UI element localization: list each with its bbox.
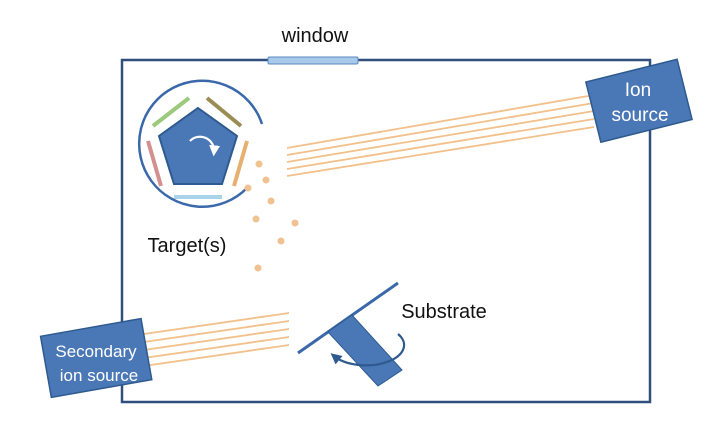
ion-beam-lower: [129, 312, 290, 369]
target-assembly: [137, 79, 264, 208]
curved-arrow-icon: [189, 135, 221, 157]
window-label: window: [281, 25, 349, 47]
targets-label: Target(s): [148, 235, 227, 257]
target-shield-arc: [137, 79, 264, 208]
target-segment-green: [151, 96, 191, 128]
secondary-ion-source-label-line1: Secondary: [55, 342, 137, 361]
substrate-stem: [327, 314, 403, 387]
secondary-ion-source-label-line2: ion source: [60, 366, 138, 385]
substrate-holder: [297, 281, 406, 387]
ion-source-label-line1: Ion: [625, 80, 651, 101]
curved-arrow-icon: [330, 333, 406, 367]
sputtered-particles: [244, 160, 299, 272]
substrate-label: Substrate: [401, 301, 487, 323]
target-pentagon: [157, 106, 239, 185]
chamber-window: [267, 56, 359, 65]
ion-source-label-line2: source: [611, 105, 668, 126]
chamber-wall: [120, 58, 652, 404]
ion-source-box: [584, 58, 693, 144]
target-segment-red: [146, 140, 163, 187]
ion-beam-upper: [286, 94, 595, 177]
secondary-ion-source-box: [39, 317, 153, 399]
target-segment-olive: [205, 96, 243, 128]
target-segment-orange: [232, 140, 249, 187]
